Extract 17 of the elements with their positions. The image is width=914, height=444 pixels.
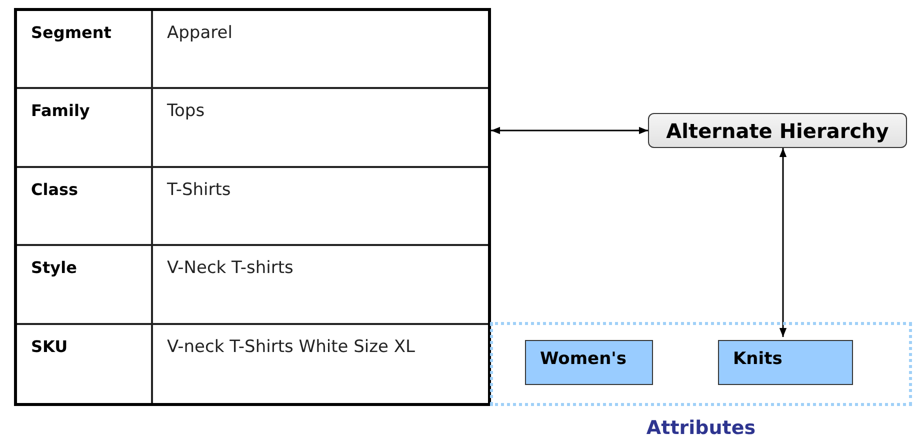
table-value-cell: Apparel bbox=[153, 11, 488, 90]
attribute-box: Knits bbox=[718, 340, 853, 385]
table-header-cell: Segment bbox=[17, 11, 153, 90]
table-header-cell: Style bbox=[17, 246, 153, 325]
table-value-cell-text: V-neck T-Shirts White Size XL bbox=[166, 336, 416, 359]
table-header-cell: SKU bbox=[17, 324, 153, 403]
table-frame bbox=[14, 8, 491, 406]
connector-arrow bbox=[491, 126, 648, 134]
table-header-cell: Family bbox=[17, 89, 153, 168]
table-value-cell: Tops bbox=[153, 89, 488, 168]
connector-arrow bbox=[779, 148, 787, 337]
table-header-cell: Class bbox=[17, 168, 153, 246]
hierarchy-box: Alternate Hierarchy bbox=[648, 113, 907, 148]
group-heading: Attributes bbox=[645, 417, 757, 439]
attribute-box: Women's bbox=[525, 340, 653, 385]
table-value-cell: V-Neck T-shirts bbox=[153, 246, 488, 325]
table-value-cell: T-Shirts bbox=[153, 168, 488, 246]
